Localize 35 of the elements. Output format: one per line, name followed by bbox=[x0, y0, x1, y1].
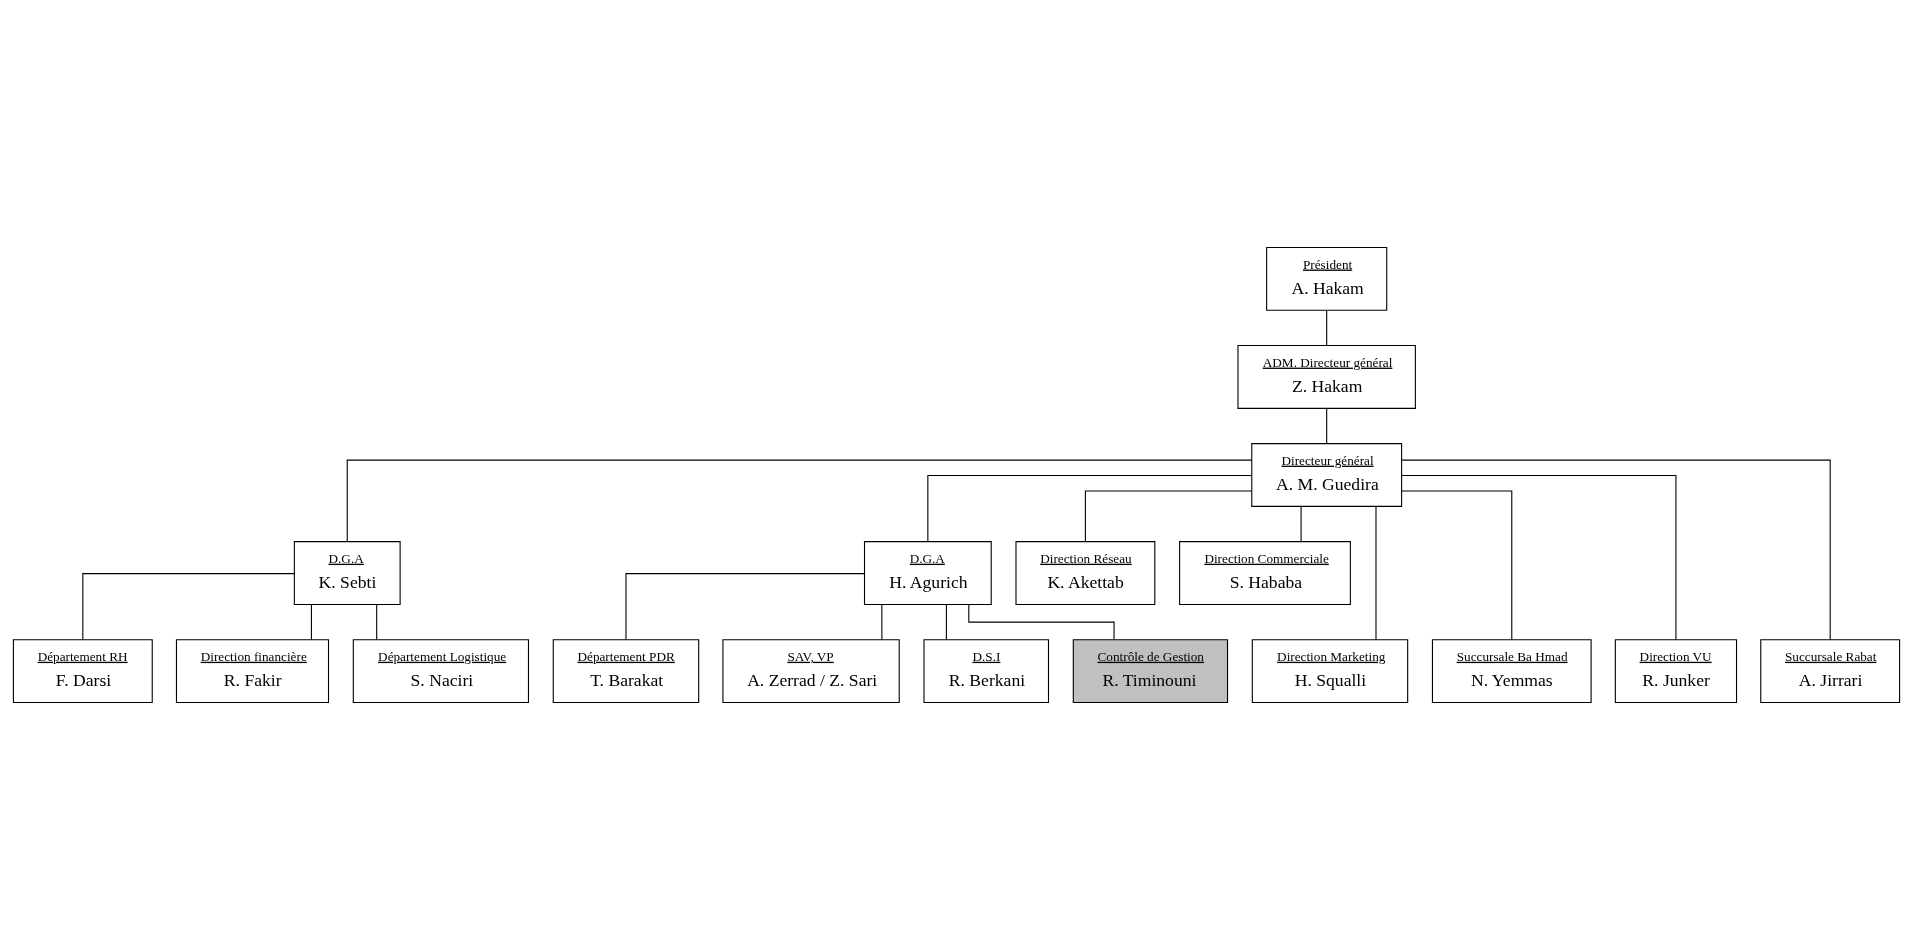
connector bbox=[926, 474, 1252, 542]
node-box: SAV, VP A. Zerrad / Z. Sari bbox=[721, 638, 900, 703]
node-box: Succursale Ba Hmad N. Yemmas bbox=[1431, 638, 1592, 703]
connector bbox=[1325, 407, 1327, 444]
node-box: Département RH F. Darsi bbox=[12, 638, 153, 703]
node-box: Contrôle de Gestion R. Timinouni bbox=[1072, 638, 1228, 703]
connector bbox=[624, 572, 865, 640]
node-box: Direction Réseau K. Akettab bbox=[1014, 540, 1155, 605]
connector bbox=[1400, 489, 1512, 640]
connector bbox=[1400, 474, 1676, 640]
node-box: D.S.I R. Berkani bbox=[922, 638, 1049, 703]
node-box: Direction Commerciale S. Hababa bbox=[1178, 540, 1351, 605]
connector bbox=[1325, 309, 1327, 346]
node-box: Département PDR T. Barakat bbox=[552, 638, 699, 703]
connector bbox=[1084, 489, 1252, 542]
node-box: Direction Marketing H. Squalli bbox=[1251, 638, 1408, 703]
node-box: Directeur général A. M. Guedira bbox=[1250, 442, 1402, 507]
node-box: D.G.A H. Agurich bbox=[863, 540, 992, 605]
connector bbox=[1401, 459, 1831, 640]
node-box: Succursale Rabat A. Jirrari bbox=[1759, 638, 1900, 703]
node-box: Direction financière R. Fakir bbox=[175, 638, 329, 703]
connector bbox=[967, 603, 1115, 640]
node-box: Président A. Hakam bbox=[1265, 246, 1387, 311]
node-box: Direction VU R. Junker bbox=[1614, 638, 1737, 703]
connector bbox=[81, 572, 295, 640]
node-box: Département Logistique S. Naciri bbox=[352, 638, 529, 703]
connector bbox=[310, 603, 312, 640]
connector bbox=[375, 603, 377, 640]
connector bbox=[1374, 505, 1377, 640]
connector bbox=[1300, 505, 1302, 542]
connector bbox=[880, 603, 882, 640]
connector bbox=[346, 459, 1252, 542]
node-box: D.G.A K. Sebti bbox=[293, 540, 401, 605]
node-box: ADM. Directeur général Z. Hakam bbox=[1236, 344, 1416, 409]
connector bbox=[945, 603, 947, 640]
